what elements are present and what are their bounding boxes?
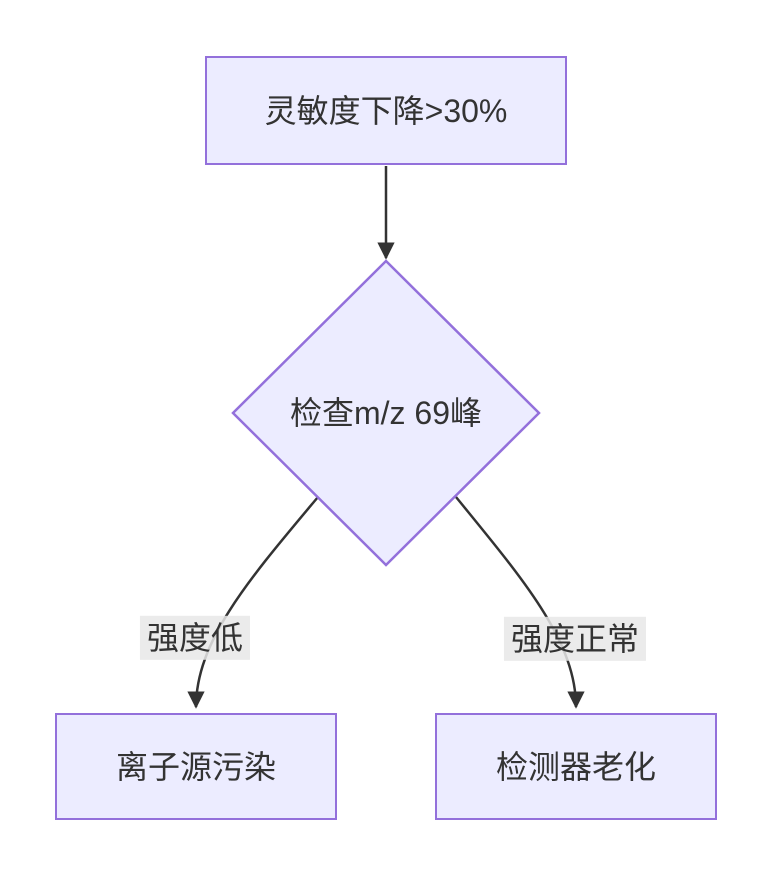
edge-decision-to-left bbox=[187, 496, 319, 709]
node-outcome-right-label: 检测器老化 bbox=[495, 748, 656, 785]
edge-decision-to-right bbox=[455, 496, 585, 709]
node-start: 灵敏度下降>30% bbox=[205, 56, 567, 165]
edge-label-low-text: 强度低 bbox=[146, 619, 244, 656]
node-outcome-right: 检测器老化 bbox=[435, 713, 717, 820]
node-decision-label: 检查m/z 69峰 bbox=[289, 395, 483, 431]
edge-label-low: 强度低 bbox=[139, 615, 251, 661]
node-start-label: 灵敏度下降>30% bbox=[264, 92, 508, 129]
node-outcome-left: 离子源污染 bbox=[55, 713, 337, 820]
edge-label-normal: 强度正常 bbox=[503, 616, 647, 662]
node-outcome-left-label: 离子源污染 bbox=[115, 748, 276, 785]
node-decision-label-box: 检查m/z 69峰 bbox=[256, 381, 516, 445]
edge-label-normal-text: 强度正常 bbox=[510, 620, 640, 657]
decision-diamond bbox=[231, 259, 541, 567]
